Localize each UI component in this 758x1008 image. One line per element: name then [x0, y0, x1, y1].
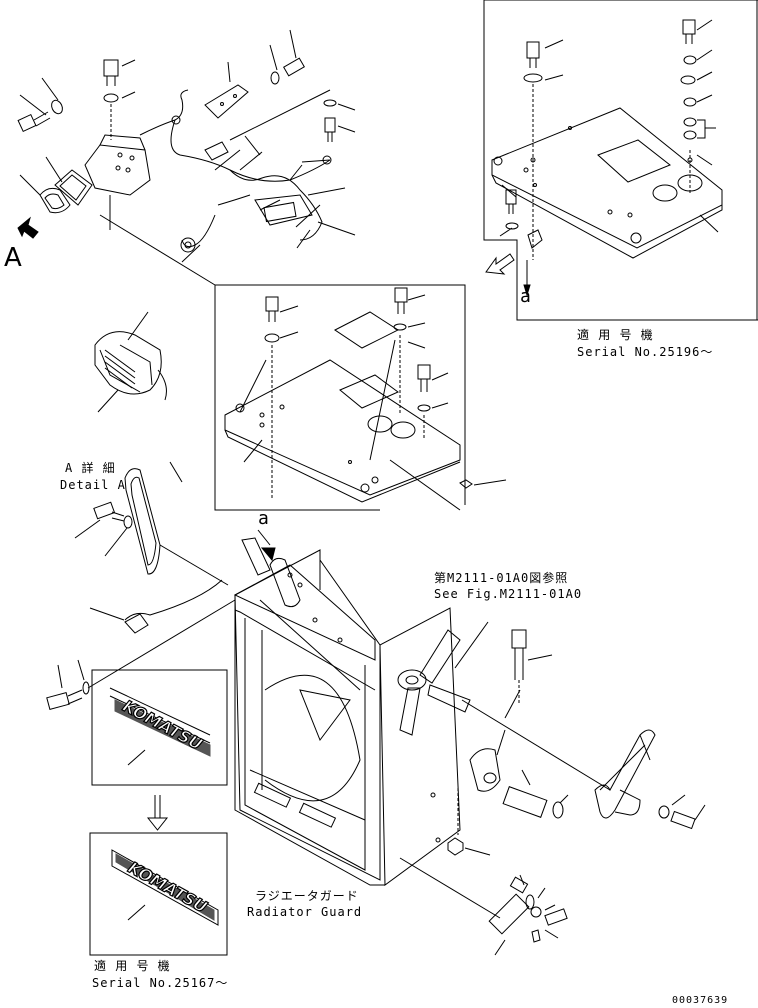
detail-a-en: Detail A — [60, 478, 126, 492]
inset-box-serial-25196 — [483, 0, 758, 321]
logo-plate-2-text: KOMATSU — [125, 858, 210, 917]
radiator-guard-en: Radiator Guard — [247, 905, 363, 919]
view-marker-a: A — [4, 243, 22, 273]
detail-a-jp: A 詳 細 — [65, 461, 116, 475]
logo-plates — [46, 599, 236, 956]
serial-top-en: Serial No.25196～ — [577, 345, 714, 359]
ref-a-mid: a — [258, 508, 270, 529]
drawing-number: 00037639 — [672, 995, 729, 1006]
radiator-guard — [233, 537, 706, 956]
mid-inset-box — [214, 284, 507, 511]
logo-plate-1-text: KOMATSU — [120, 696, 206, 754]
work-lamp — [94, 311, 167, 413]
ref-a-top: a — [520, 286, 532, 307]
see-fig-jp: 第M2111-01A0図参照 — [434, 571, 569, 585]
detail-a-guard — [74, 461, 229, 634]
radiator-guard-jp: ラジエータガード — [255, 889, 359, 903]
lamp-harness-assembly — [17, 29, 356, 286]
serial-bottom-en: Serial No.25167～ — [92, 976, 229, 990]
serial-bottom-jp: 適 用 号 機 — [94, 959, 171, 973]
serial-top-jp: 適 用 号 機 — [577, 328, 654, 342]
see-fig-en: See Fig.M2111-01A0 — [434, 587, 583, 601]
